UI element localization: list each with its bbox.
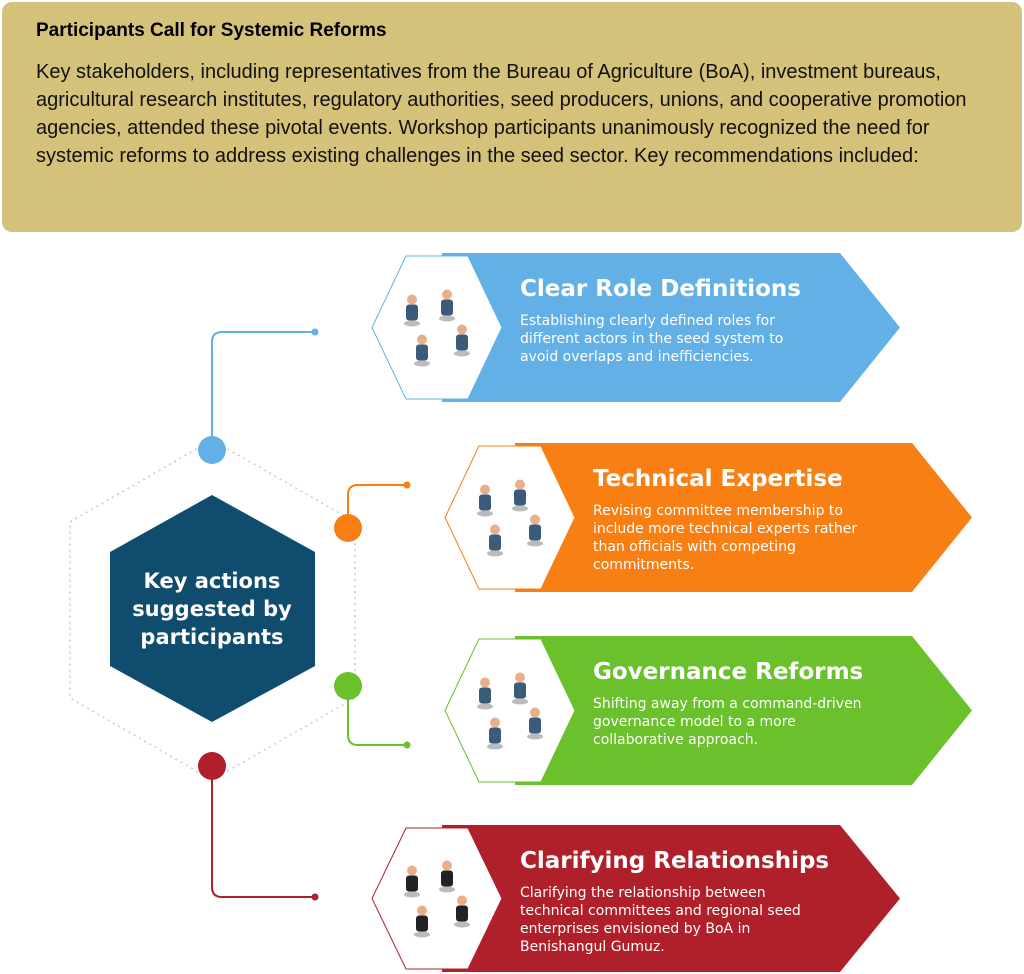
arrow-banner [515,636,972,785]
action-title: Clear Role Definitions [520,276,801,302]
action-description-line: Clarifying the relationship between [520,885,766,901]
arrow-banner [515,443,972,592]
action-title: Technical Expertise [593,466,843,492]
connector-node [198,752,226,780]
team-meeting-icon [404,860,470,938]
center-label: Key actions [144,569,281,593]
action-description-line: Shifting away from a command-driven [593,696,862,712]
action-title: Clarifying Relationships [520,848,829,874]
center-label: participants [140,625,283,649]
connector-endpoint [403,481,411,489]
people-network-icon [404,289,470,367]
action-description-line: include more technical experts rather [593,521,857,537]
action-description-line: different actors in the seed system to [520,331,783,347]
action-description-line: collaborative approach. [593,732,758,748]
center-hexagon [110,495,315,722]
intro-title: Participants Call for Systemic Reforms [36,20,387,41]
engineer-factory-icon [477,479,543,557]
action-title: Governance Reforms [593,659,863,685]
connector-line [347,699,407,746]
action-description-line: avoid overlaps and inefficiencies. [520,349,754,365]
connector-node [334,514,362,542]
center-label: suggested by [132,597,292,621]
connector-line [347,484,407,515]
connector-endpoint [311,328,319,336]
action-description-line: Revising committee membership to [593,503,843,519]
action-description-line: commitments. [593,557,694,573]
connector-endpoint [311,893,319,901]
icon-hexagon [371,255,503,400]
arrow-banner [442,825,900,972]
action-description-line: Establishing clearly defined roles for [520,313,775,329]
arrow-banner [442,253,900,402]
action-description-line: Benishangul Gumuz. [520,939,665,955]
action-description-line: technical committees and regional seed [520,903,801,919]
icon-hexagon [444,445,576,590]
icon-hexagon [444,638,576,783]
connector-node [334,672,362,700]
intro-panel: Participants Call for Systemic Reforms K… [2,2,1022,232]
action-description-line: governance model to a more [593,714,796,730]
icon-hexagon [371,827,503,970]
action-description-line: enterprises envisioned by BoA in [520,921,750,937]
connector-node [198,436,226,464]
connector-line [211,779,315,898]
action-description-line: than officials with competing [593,539,796,555]
balance-scale-icon [477,672,543,750]
connector-endpoint [403,741,411,749]
intro-body: Key stakeholders, including representati… [36,61,967,167]
connector-line [211,331,315,437]
